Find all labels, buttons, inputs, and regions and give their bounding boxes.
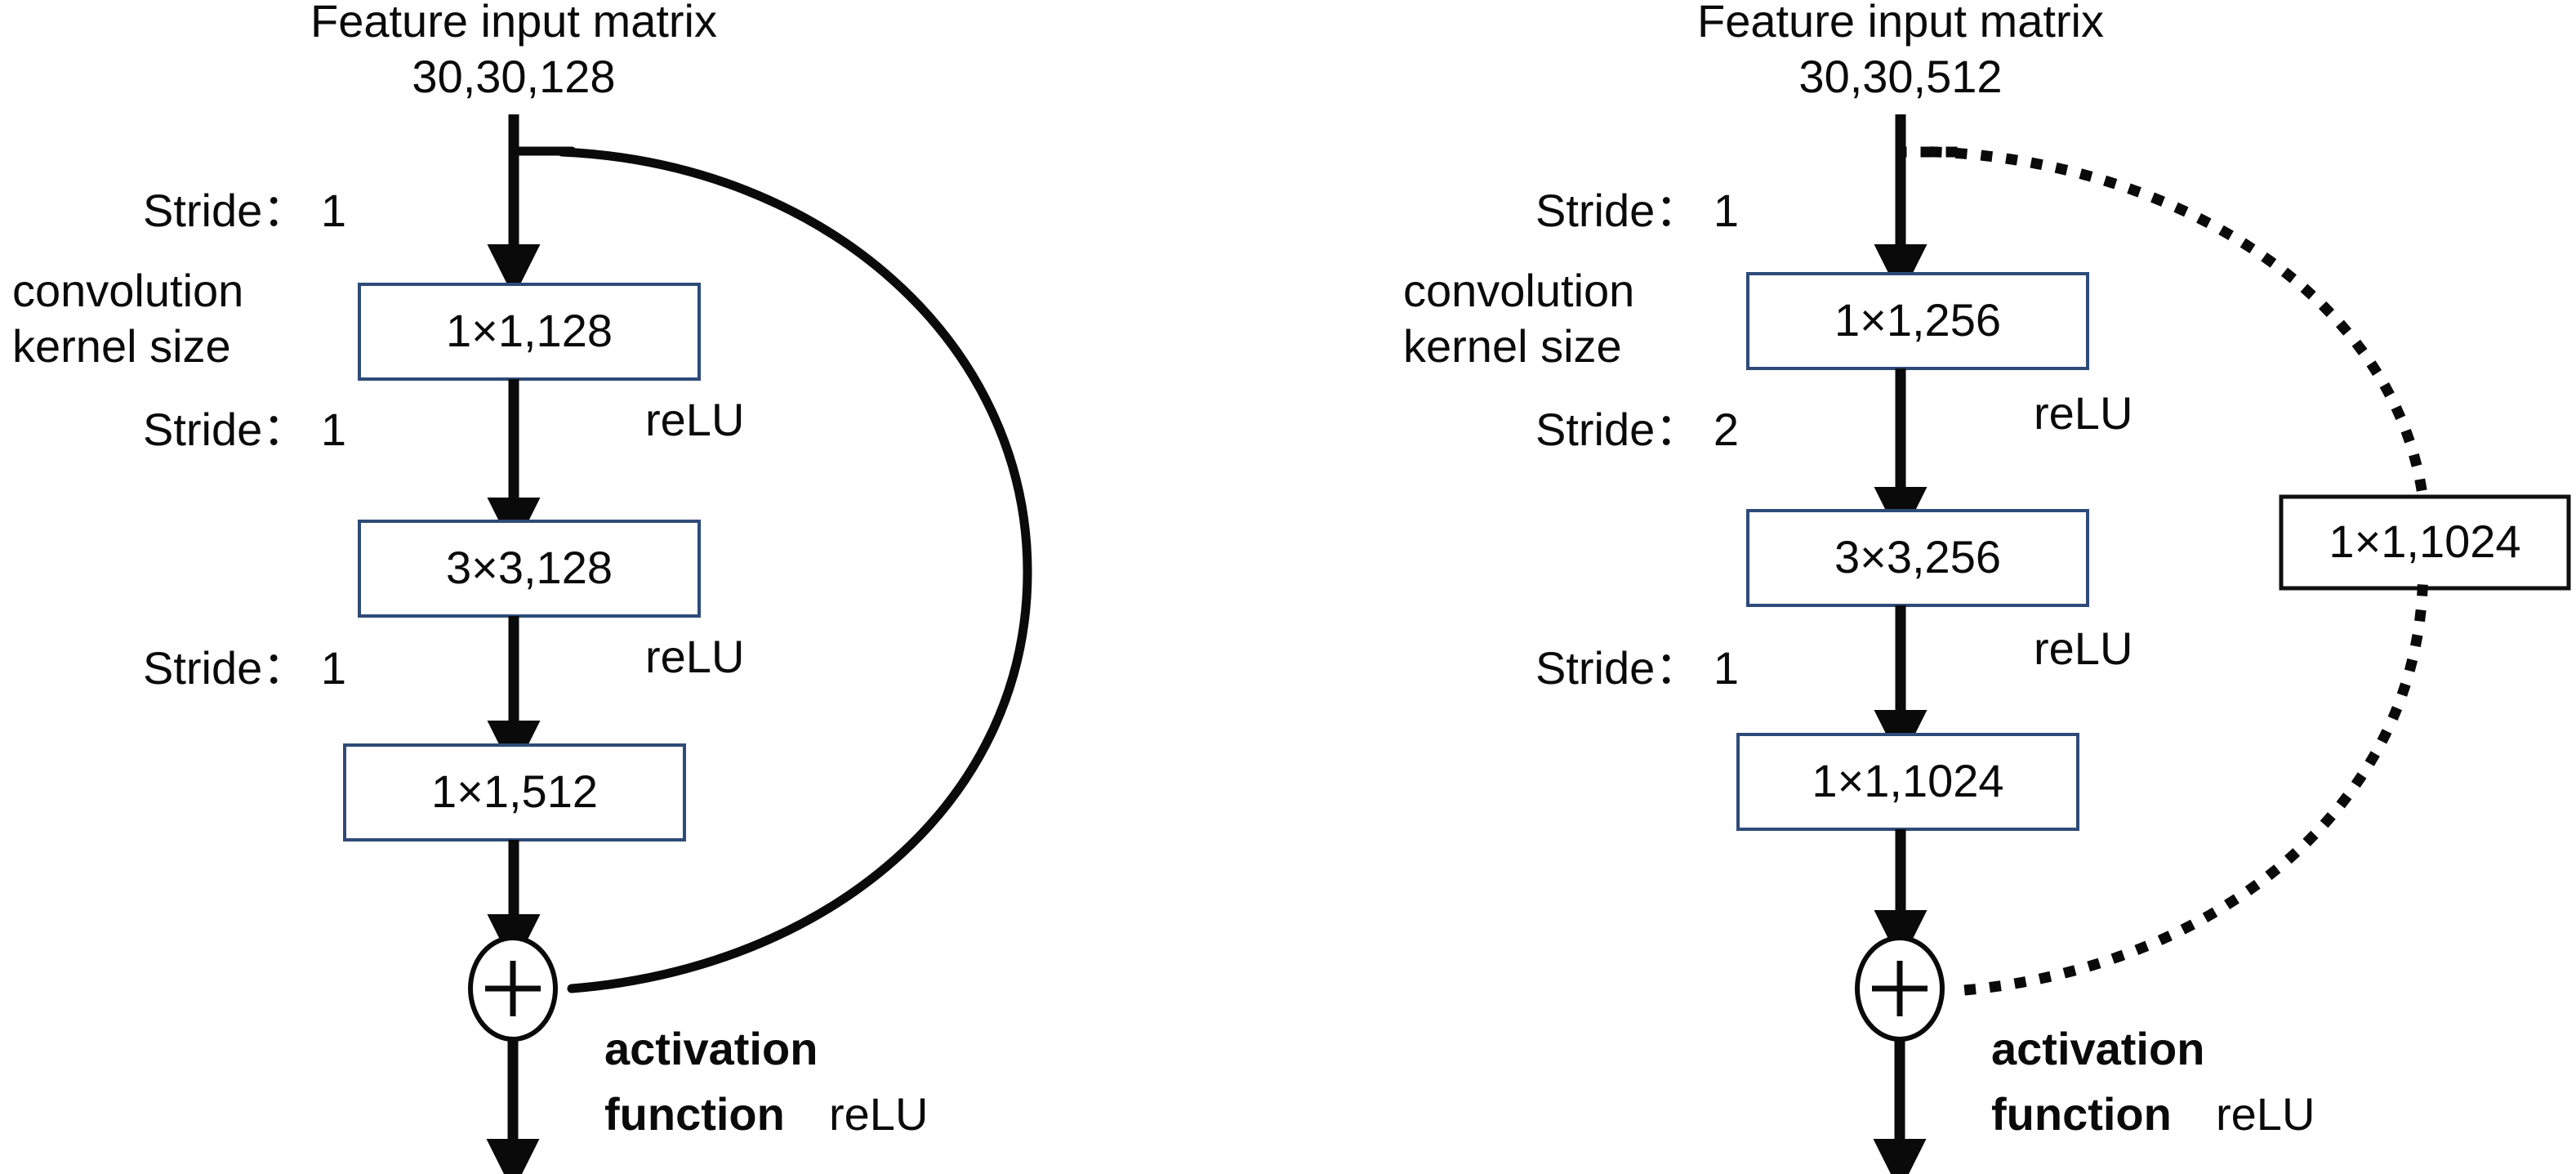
stride-label-3-right: Stride： 1: [1535, 642, 1739, 694]
shortcut-path-left: [557, 147, 1032, 993]
shortcut-path-upper-right: [1930, 146, 2429, 502]
stride-label-2-right: Stride： 2: [1535, 404, 1739, 455]
stride-label-2-left: Stride： 1: [143, 404, 346, 455]
conv-box-2-label-left: 3×3,128: [446, 542, 613, 593]
stride-label-1-right: Stride： 1: [1535, 185, 1739, 236]
stride-label-1-left: Stride： 1: [143, 185, 346, 236]
kernel-caption-line2-left: kernel size: [12, 320, 231, 372]
conv-box-3-label-right: 1×1,1024: [1812, 755, 2003, 806]
relu-label-2-left: reLU: [645, 631, 744, 682]
conv-box-2-label-right: 3×3,256: [1834, 531, 2001, 583]
activation-caption-line2-left: function reLU: [604, 1088, 928, 1140]
conv-box-1-label-right: 1×1,256: [1834, 294, 2001, 346]
input-title-left: Feature input matrix: [310, 0, 717, 47]
stride-label-3-left: Stride： 1: [143, 642, 346, 694]
conv-box-3-label-left: 1×1,512: [431, 766, 598, 817]
conv-box-3-left: [343, 743, 686, 841]
conv-box-2-right: [1746, 509, 2089, 607]
input-shape-right: 30,30,512: [1798, 51, 2002, 102]
kernel-caption-line1-left: convolution: [12, 265, 243, 316]
kernel-caption-line2-right: kernel size: [1403, 320, 1622, 372]
kernel-caption-line1-right: convolution: [1403, 265, 1634, 316]
activation-word-function-right: function: [1991, 1088, 2172, 1140]
activation-caption-line2-right: function reLU: [1991, 1088, 2315, 1140]
conv-box-3-right: [1736, 733, 2079, 831]
panel-conv-block: Feature input matrix 30,30,512 1×1,1024 …: [1403, 0, 2571, 1174]
activation-word-relu-right: reLU: [2216, 1088, 2315, 1140]
relu-label-1-right: reLU: [2034, 387, 2133, 439]
conv-box-2-left: [358, 520, 701, 618]
relu-label-2-right: reLU: [2034, 623, 2133, 674]
relu-label-1-left: reLU: [645, 394, 744, 445]
panel-identity-block: Feature input matrix 30,30,128 Stride： 1…: [12, 0, 1032, 1174]
shortcut-path-lower-right: [1958, 584, 2428, 997]
input-shape-left: 30,30,128: [412, 51, 615, 102]
conv-box-1-label-left: 1×1,128: [446, 305, 613, 356]
activation-caption-line1-right: activation: [1991, 1023, 2204, 1074]
activation-caption-line1-left: activation: [604, 1023, 818, 1074]
shortcut-conv-box-label-right: 1×1,1024: [2329, 516, 2520, 567]
conv-box-1-left: [358, 283, 701, 381]
activation-word-relu-left: reLU: [829, 1088, 928, 1140]
activation-word-function-left: function: [604, 1088, 785, 1140]
input-title-right: Feature input matrix: [1697, 0, 2104, 47]
conv-box-1-right: [1746, 272, 2089, 370]
shortcut-conv-box-right: [2279, 494, 2571, 591]
